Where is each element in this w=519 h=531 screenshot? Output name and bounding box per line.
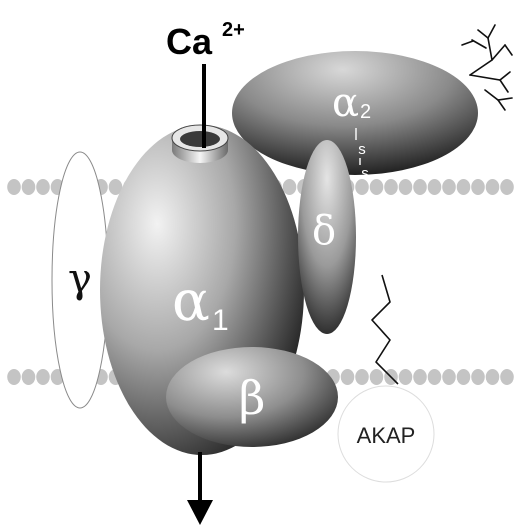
alpha1-symbol: α	[172, 269, 210, 334]
gamma-label: γ	[68, 256, 92, 302]
disulfide-s2: s	[361, 165, 369, 182]
delta-subunit	[298, 140, 356, 334]
membrane-bead	[384, 179, 398, 195]
membrane-bead	[369, 179, 384, 195]
akap-label: AKAP	[357, 423, 416, 448]
akap-protein	[337, 385, 435, 483]
alpha2-symbol: α	[332, 80, 359, 126]
membrane-bead	[471, 369, 485, 385]
disulfide-bridge: s s	[355, 128, 369, 182]
membrane-bead	[456, 179, 471, 195]
membrane-bead	[21, 179, 36, 195]
membrane-bead	[471, 179, 485, 195]
membrane-bead	[500, 179, 514, 195]
membrane-bead	[355, 369, 369, 385]
membrane-bead	[108, 179, 123, 195]
membrane-bead	[7, 369, 21, 385]
alpha1-label: α 1	[172, 269, 229, 337]
membrane-bead	[398, 369, 413, 385]
membrane-bead	[413, 179, 427, 195]
glycosylation-tree	[461, 24, 513, 111]
akap-lipid-anchor	[371, 274, 399, 385]
membrane-bead	[36, 179, 50, 195]
membrane-bead	[36, 369, 50, 385]
ion-charge: 2+	[222, 19, 245, 41]
membrane-bead	[485, 369, 500, 385]
ion-base: Ca	[166, 21, 213, 62]
alpha2-subscript: 2	[360, 101, 371, 123]
membrane-bead	[340, 369, 355, 385]
membrane-bead	[442, 369, 456, 385]
membrane-bead	[398, 179, 413, 195]
disulfide-s1: s	[358, 141, 366, 158]
membrane-bead	[369, 369, 384, 385]
membrane-bead	[413, 369, 427, 385]
ion-exit-arrow	[187, 452, 213, 525]
membrane-bead	[456, 369, 471, 385]
alpha2-label: α 2	[332, 80, 371, 126]
pore-opening	[171, 124, 229, 163]
membrane-bead	[500, 369, 514, 385]
beta-subunit	[166, 347, 338, 447]
alpha2-subunit	[232, 51, 478, 175]
membrane-bead	[427, 179, 442, 195]
beta-label: β	[239, 371, 266, 425]
membrane-bead	[282, 179, 297, 195]
delta-label: δ	[312, 208, 336, 254]
membrane-bead	[21, 369, 36, 385]
membrane-bead	[485, 179, 500, 195]
alpha1-subscript: 1	[212, 304, 229, 337]
membrane-bead	[442, 179, 456, 195]
membrane-bead	[427, 369, 442, 385]
calcium-ion-label: Ca 2+	[166, 19, 245, 62]
membrane-bead	[7, 179, 21, 195]
membrane-bead	[355, 179, 369, 195]
